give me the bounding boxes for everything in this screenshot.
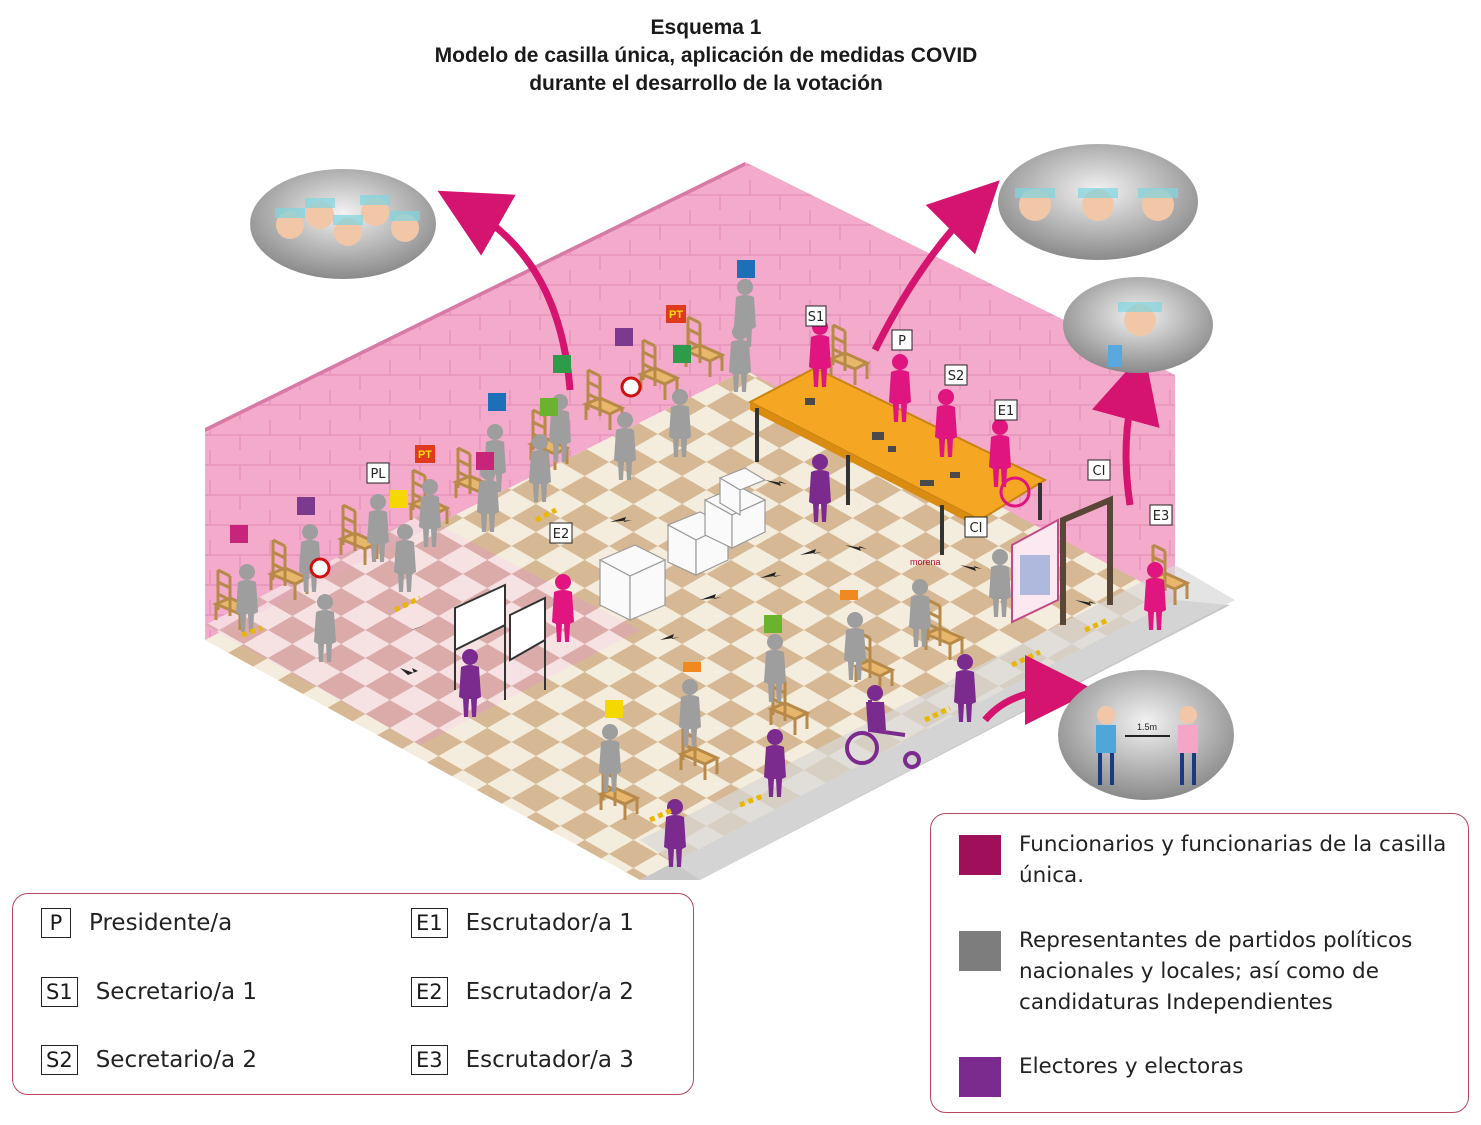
legend-role-p: P Presidente/a [41,908,232,938]
role-label: Escrutador/a 1 [465,910,634,936]
voters-swatch [959,1057,1001,1097]
voting-booths [454,583,546,700]
info-banner [1011,518,1059,624]
legend-role-e3: E3 Escrutador/a 3 [411,1045,634,1075]
callout-bubbles: 1.5m [250,144,1234,800]
party-sign-morena: morena [910,557,941,567]
svg-text:S2: S2 [948,369,965,384]
tag-PL: PL [366,462,390,484]
svg-text:S1: S1 [808,310,825,325]
title-line-2: Modelo de casilla única, aplicación de m… [434,44,978,67]
svg-text:PT: PT [669,309,683,321]
tag-E3: E3 [1149,504,1173,526]
svg-text:PT: PT [418,449,432,461]
tag-CI-1: CI [1087,459,1111,481]
svg-text:E1: E1 [998,404,1015,419]
wheelchair-official [999,476,1031,508]
legend-group-voters: Electores y electoras [959,1051,1459,1097]
svg-text:E3: E3 [1153,509,1170,524]
role-label: Secretario/a 1 [95,979,258,1005]
tag-S1: S1 [805,305,827,327]
svg-text:CI: CI [970,521,983,536]
svg-text:PL: PL [370,467,386,482]
role-code: S1 [41,977,78,1007]
svg-text:P: P [898,334,906,349]
role-label: Escrutador/a 2 [465,979,634,1005]
room-walls [205,162,1175,640]
tag-P: P [891,329,913,351]
group-label: Funcionarios y funcionarias de la casill… [1019,832,1447,888]
legend-role-s1: S1 Secretario/a 1 [41,977,257,1007]
role-code: S2 [41,1045,78,1075]
floor-arrows [400,480,1097,675]
diagram-title: Esquema 1 Modelo de casilla única, aplic… [0,14,1412,98]
role-label: Escrutador/a 3 [465,1047,634,1073]
officials-swatch [959,835,1001,875]
legend-role-e2: E2 Escrutador/a 2 [411,977,634,1007]
role-code: P [41,908,71,938]
tag-E1: E1 [994,399,1018,421]
svg-text:E2: E2 [553,527,570,542]
roles-legend: P Presidente/a S1 Secretario/a 1 S2 Secr… [12,893,694,1095]
legend-group-officials: Funcionarios y funcionarias de la casill… [959,829,1459,891]
role-code: E2 [411,977,448,1007]
left-wall [205,162,745,640]
representatives-swatch [959,931,1001,971]
legend-group-representatives: Representantes de partidos políticos nac… [959,925,1459,1018]
tag-E2: E2 [549,522,573,544]
tag-CI-2: CI [964,516,988,538]
distance-markers [241,507,1109,823]
entrance-door [1060,495,1113,625]
officials-table [747,366,1048,555]
legend-role-s2: S2 Secretario/a 2 [41,1045,257,1075]
svg-text:CI: CI [1093,464,1106,479]
groups-legend: Funcionarios y funcionarias de la casill… [930,813,1469,1113]
legend-role-e1: E1 Escrutador/a 1 [411,908,634,938]
group-label: Representantes de partidos políticos nac… [1019,928,1413,1015]
role-code: E1 [411,908,448,938]
back-wall [745,162,1175,610]
tag-PT-1: PT [666,305,686,323]
tag-PT-2: PT [415,445,435,463]
role-code: E3 [411,1045,448,1075]
role-tags: S1 P S2 E1 E2 E3 CI CI PL [366,305,1173,544]
title-line-3: durante el desarrollo de la votación [529,72,883,95]
group-label: Electores y electoras [1019,1054,1244,1079]
title-line-1: Esquema 1 [650,16,762,39]
role-label: Presidente/a [89,910,233,936]
hand-sanitizer-icon [1108,345,1122,367]
role-label: Secretario/a 2 [95,1047,258,1073]
distance-label: 1.5m [1137,722,1157,732]
party-tags: PT PT morena [230,260,941,718]
tag-S2: S2 [944,364,968,386]
ballot-boxes [598,467,767,621]
